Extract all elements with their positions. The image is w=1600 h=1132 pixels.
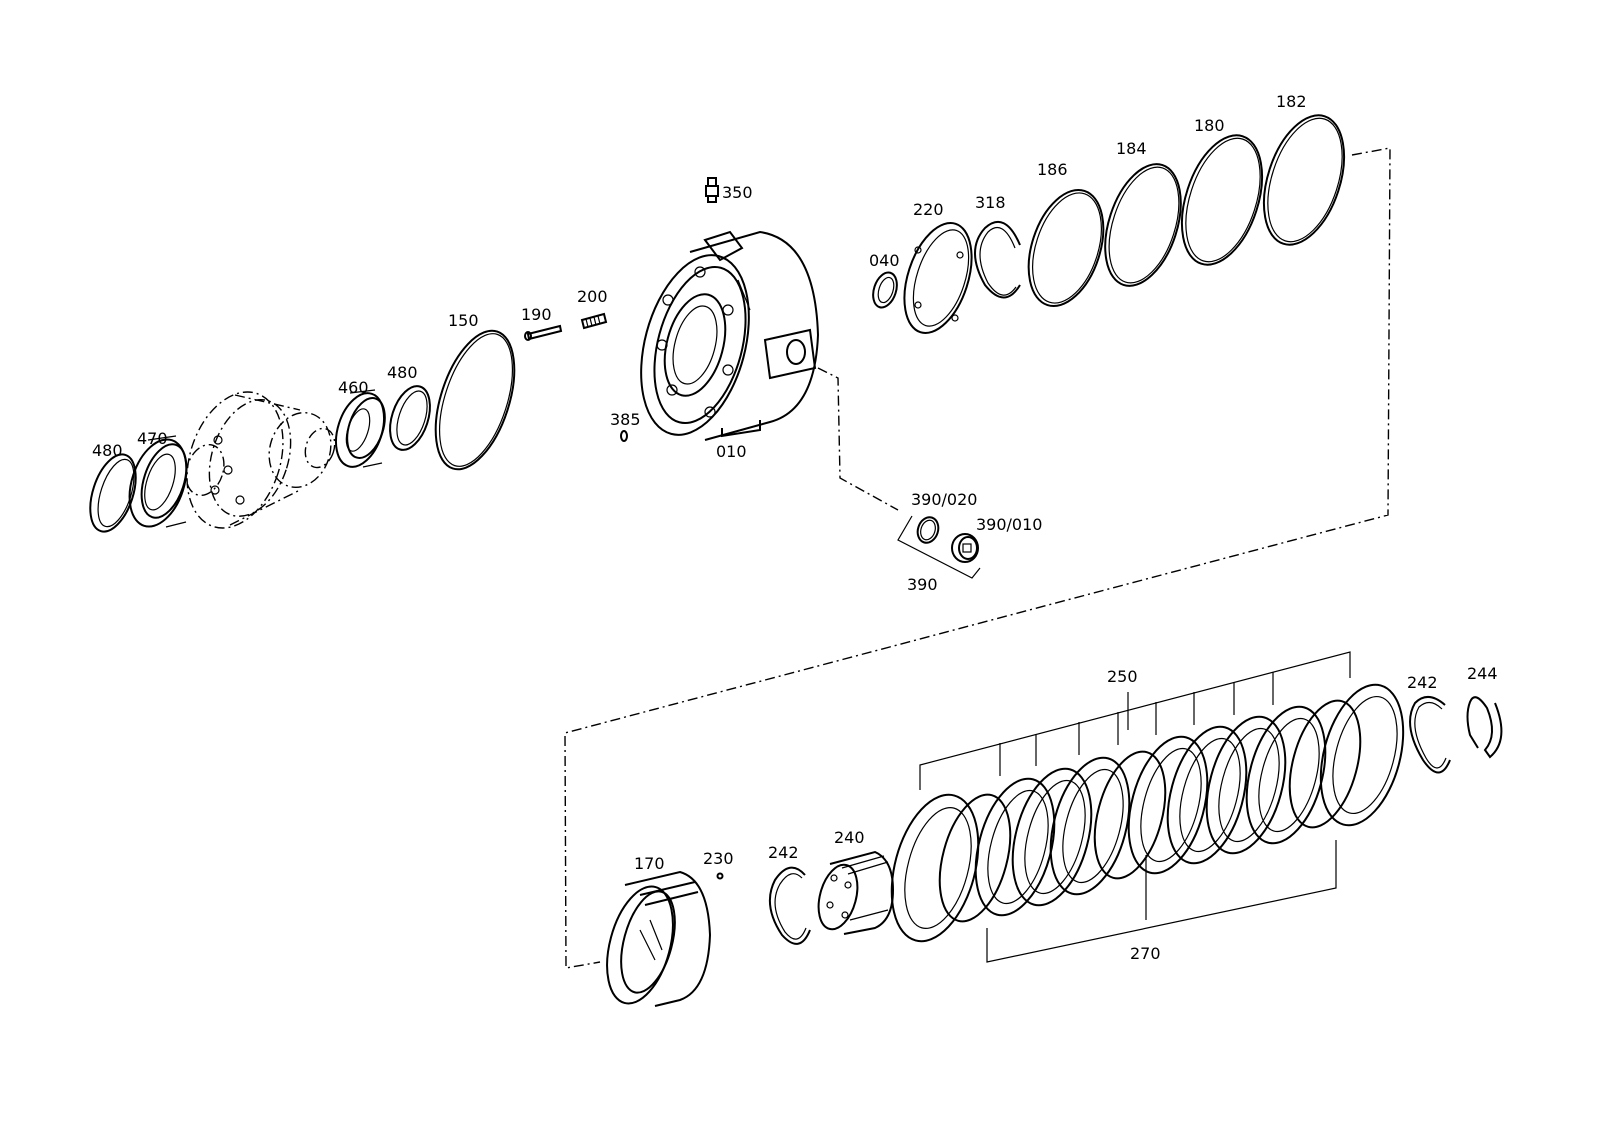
part-318-snap-ring xyxy=(974,220,1021,299)
part-350-breather xyxy=(705,177,719,203)
part-182-ring xyxy=(1262,114,1346,246)
part-150-o-ring xyxy=(434,329,516,471)
callout-242-upper: 242 xyxy=(1407,673,1438,692)
callout-470: 470 xyxy=(137,429,168,448)
part-242-snap-ring-lower xyxy=(768,866,811,945)
callout-170: 170 xyxy=(634,854,665,873)
callout-242-lower: 242 xyxy=(768,843,799,862)
part-184-ring xyxy=(1104,163,1182,287)
part-170-piston xyxy=(606,870,712,1007)
callout-390: 390 xyxy=(907,575,938,594)
callout-460: 460 xyxy=(338,378,369,397)
callout-230: 230 xyxy=(703,849,734,868)
part-250-270-disc-pack xyxy=(890,683,1405,943)
part-480-snap-ring-right xyxy=(389,385,431,451)
callout-390-010: 390/010 xyxy=(976,515,1042,534)
callout-010: 010 xyxy=(716,442,747,461)
assembly-connection-lines xyxy=(564,147,1391,969)
part-040-seal xyxy=(872,271,898,309)
part-240-inner-hub xyxy=(817,850,895,935)
callout-labels: 480 470 460 480 150 190 200 350 385 010 … xyxy=(92,92,1498,963)
callout-240: 240 xyxy=(834,828,865,847)
callout-186: 186 xyxy=(1037,160,1068,179)
part-010-housing xyxy=(640,230,820,441)
part-230-ball xyxy=(716,872,724,880)
part-190-pin xyxy=(524,324,563,341)
part-200-spring xyxy=(580,312,608,330)
part-460-bearing xyxy=(335,389,386,468)
callout-184: 184 xyxy=(1116,139,1147,158)
part-180-ring xyxy=(1180,134,1264,266)
callout-244: 244 xyxy=(1467,664,1498,683)
callout-190: 190 xyxy=(521,305,552,324)
callout-480-left: 480 xyxy=(92,441,123,460)
callout-385: 385 xyxy=(610,410,641,429)
part-242-snap-ring-upper xyxy=(1409,696,1451,774)
callout-150: 150 xyxy=(448,311,479,330)
leader-250-bracket xyxy=(919,651,1351,790)
part-244-circlip xyxy=(1466,696,1503,759)
part-470-bearing xyxy=(128,435,188,528)
callout-220: 220 xyxy=(913,200,944,219)
callout-270: 270 xyxy=(1130,944,1161,963)
part-differential-assembly xyxy=(185,391,336,529)
part-390-plug-kit xyxy=(897,515,981,579)
callout-182: 182 xyxy=(1276,92,1307,111)
callout-318: 318 xyxy=(975,193,1006,212)
part-385-o-ring xyxy=(620,430,628,442)
callout-390-020: 390/020 xyxy=(911,490,977,509)
callout-040: 040 xyxy=(869,251,900,270)
callout-250: 250 xyxy=(1107,667,1138,686)
part-220-plate xyxy=(903,222,973,334)
leader-270-bracket xyxy=(986,840,1337,963)
callout-350: 350 xyxy=(722,183,753,202)
part-480-snap-ring-left xyxy=(89,453,137,533)
callout-180: 180 xyxy=(1194,116,1225,135)
callout-480-right: 480 xyxy=(387,363,418,382)
part-186-ring xyxy=(1027,188,1105,308)
callout-200: 200 xyxy=(577,287,608,306)
